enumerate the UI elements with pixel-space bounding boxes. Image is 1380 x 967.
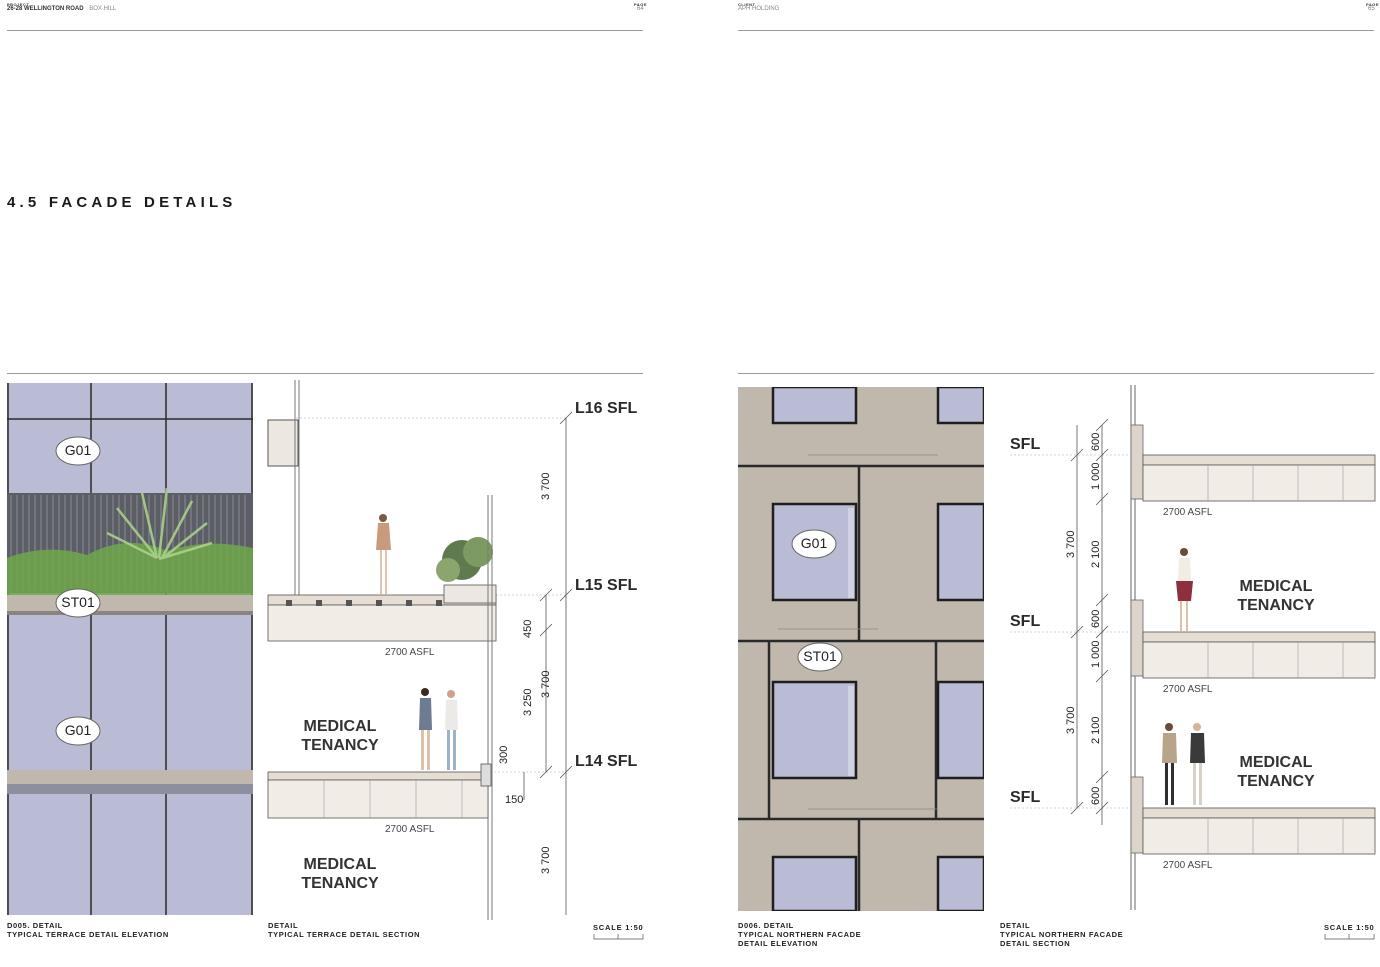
asfl-label-right-middle: 2700 ASFL (1163, 684, 1213, 695)
dim-300: 300 (498, 745, 510, 764)
dim-600-b: 600 (1090, 609, 1102, 628)
northern-facade-section-drawing (1010, 385, 1376, 910)
caption-northern-section-line1: DETAIL (1000, 921, 1031, 930)
header-rule-right (738, 30, 1374, 31)
caption-d006: D006. DETAIL TYPICAL NORTHERN FACADE DET… (738, 921, 861, 948)
page-label-right: PAGE (1366, 2, 1380, 7)
tenancy-word: TENANCY (1237, 597, 1315, 614)
level-label-l15: L15 SFL (575, 577, 638, 594)
northern-facade-elevation-drawing (738, 387, 984, 911)
caption-northern-section-line2: TYPICAL NORTHERN FACADE (1000, 930, 1124, 939)
dim-1000-b: 1 000 (1090, 640, 1102, 668)
caption-d006-line3: DETAIL ELEVATION (738, 939, 818, 948)
dim-3700-upper-right: 3 700 (1065, 530, 1077, 558)
page-number-right: 65 (1368, 6, 1375, 12)
level-label-sfl-top: SFL (1010, 436, 1041, 453)
caption-d005: D005. DETAIL TYPICAL TERRACE DETAIL ELEV… (7, 921, 169, 939)
project-title: 26-28 WELLINGTON ROAD BOX HILL (7, 6, 116, 12)
tag-g01-lower: G01 (64, 722, 92, 738)
scale-label-left: SCALE 1:50 (593, 923, 644, 932)
project-name: 26-28 WELLINGTON ROAD (7, 6, 84, 12)
tag-st01: ST01 (61, 594, 95, 610)
client-label: CLIENT (738, 2, 756, 7)
medical-tenancy-label-lower: MEDICAL TENANCY (290, 855, 390, 893)
level-label-l16: L16 SFL (575, 400, 638, 417)
tenancy-word: TENANCY (301, 875, 379, 892)
terrace-elevation-drawing (7, 383, 253, 915)
header-rule-left (7, 30, 643, 31)
caption-terrace-section-line2: TYPICAL TERRACE DETAIL SECTION (268, 930, 421, 939)
level-label-sfl-bottom: SFL (1010, 789, 1041, 806)
caption-terrace-section-line1: DETAIL (268, 921, 299, 930)
project-suburb: BOX HILL (89, 6, 117, 12)
dim-3700-upper: 3 700 (540, 472, 552, 500)
tenancy-word: TENANCY (301, 737, 379, 754)
medical-tenancy-label-upper: MEDICAL TENANCY (290, 717, 390, 755)
medical-tenancy-label-right-lower: MEDICAL TENANCY (1226, 753, 1326, 791)
client-name: APH HOLDING (738, 6, 780, 12)
page-label-left: PAGE (634, 2, 648, 7)
scale-bar-right (1324, 934, 1375, 940)
tag-st01-northern: ST01 (803, 648, 837, 664)
medical-word: MEDICAL (1239, 578, 1313, 595)
caption-northern-section-line3: DETAIL SECTION (1000, 939, 1071, 948)
tag-g01-northern: G01 (800, 535, 828, 551)
dim-3250: 3 250 (522, 688, 534, 716)
dim-600-c: 600 (1090, 786, 1102, 805)
dim-3700-middle: 3 700 (540, 670, 552, 698)
medical-word: MEDICAL (303, 718, 377, 735)
dim-150: 150 (505, 794, 524, 806)
dim-1000-a: 1 000 (1090, 462, 1102, 490)
scale-label-right: SCALE 1:50 (1324, 923, 1375, 932)
caption-terrace-section: DETAIL TYPICAL TERRACE DETAIL SECTION (268, 921, 420, 939)
dim-3700-lower: 3 700 (540, 846, 552, 874)
terrace-section-drawing (267, 380, 573, 920)
asfl-label-right-bottom: 2700 ASFL (1163, 860, 1213, 871)
asfl-label-upper: 2700 ASFL (385, 647, 435, 658)
drawing-rule-left (7, 373, 643, 374)
medical-tenancy-label-right-upper: MEDICAL TENANCY (1226, 577, 1326, 615)
level-label-sfl-middle: SFL (1010, 613, 1041, 630)
dim-3700-lower-right: 3 700 (1065, 706, 1077, 734)
asfl-label-lower: 2700 ASFL (385, 824, 435, 835)
dim-2100-b: 2 100 (1090, 716, 1102, 744)
tag-g01-upper: G01 (64, 442, 92, 458)
dim-450: 450 (522, 619, 534, 638)
medical-word: MEDICAL (1239, 754, 1313, 771)
caption-d006-line2: TYPICAL NORTHERN FACADE (738, 930, 862, 939)
caption-d005-line2: TYPICAL TERRACE DETAIL ELEVATION (7, 930, 169, 939)
caption-d005-line1: D005. DETAIL (7, 921, 63, 930)
caption-d006-line1: D006. DETAIL (738, 921, 794, 930)
asfl-label-right-top: 2700 ASFL (1163, 507, 1213, 518)
level-label-l14: L14 SFL (575, 753, 638, 770)
caption-northern-section: DETAIL TYPICAL NORTHERN FACADE DETAIL SE… (1000, 921, 1123, 948)
project-label: PROJECT (7, 2, 30, 7)
dim-2100-a: 2 100 (1090, 540, 1102, 568)
tenancy-word: TENANCY (1237, 773, 1315, 790)
page-number-left: 64 (637, 6, 644, 12)
dim-600-a: 600 (1090, 432, 1102, 451)
scale-bar-left (593, 934, 644, 940)
section-title: 4.5 FACADE DETAILS (7, 194, 237, 211)
drawing-rule-right (738, 373, 1374, 374)
medical-word: MEDICAL (303, 856, 377, 873)
